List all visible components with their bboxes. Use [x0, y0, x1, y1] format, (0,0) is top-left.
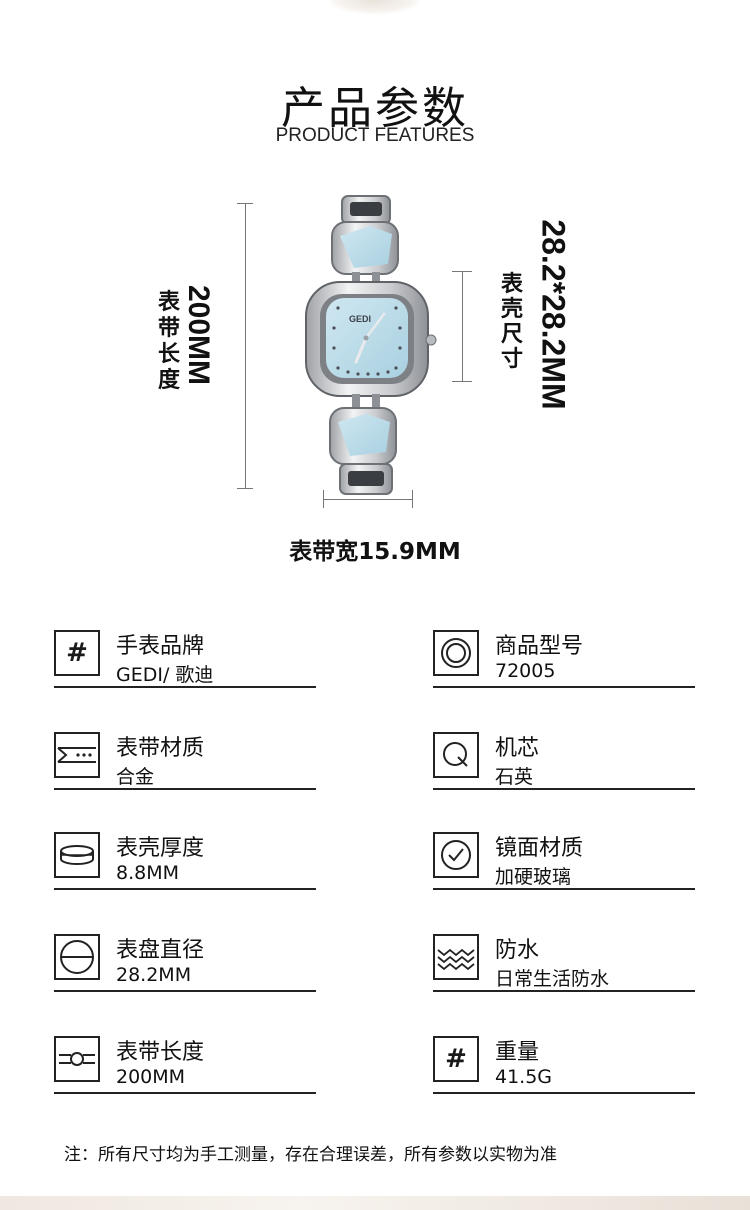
concentric-circles-icon — [433, 630, 479, 676]
strap-length-label: 表带长度 — [157, 290, 180, 393]
strap-icon — [54, 732, 100, 778]
crown — [425, 334, 437, 346]
spec-key: 防水 — [495, 938, 540, 963]
lug — [352, 272, 360, 288]
strap-width-label: 表带宽15.9MM — [289, 539, 461, 565]
spec-key: 镜面材质 — [495, 836, 584, 861]
case-size-value: 28.2*28.2MM — [535, 219, 572, 410]
strap-link-enamel — [338, 414, 390, 456]
strap-link-gap — [348, 471, 384, 486]
strap-link-enamel — [340, 226, 392, 268]
hand-pin — [363, 335, 369, 341]
spec-key: 商品型号 — [495, 634, 584, 659]
bottom-decoration — [0, 1196, 750, 1210]
spec-weight: # 重量 41.5G — [433, 1030, 695, 1094]
spec-dial-diameter: 表盘直径 28.2MM — [54, 928, 316, 992]
spec-key: 表带长度 — [116, 1040, 205, 1065]
hash-icon: # — [433, 1036, 479, 1082]
spec-value: 加硬玻璃 — [495, 866, 572, 888]
watch-image: GEDI — [305, 195, 437, 495]
case-size-label: 表壳尺寸 — [500, 272, 523, 372]
spec-model: 商品型号 72005 — [433, 624, 695, 688]
spec-key: 手表品牌 — [116, 634, 205, 659]
lug — [352, 394, 360, 410]
strap-length-icon — [54, 1036, 100, 1082]
spec-brand: # 手表品牌 GEDI/ 歌迪 — [54, 624, 316, 688]
waves-icon — [433, 934, 479, 980]
strap-length-value: 200MM — [182, 284, 215, 386]
spec-value: 41.5G — [495, 1066, 553, 1088]
strap-link-gap — [350, 202, 382, 216]
hour-hand — [354, 336, 368, 364]
lug — [372, 394, 380, 410]
spec-case-thickness: 表壳厚度 8.8MM — [54, 826, 316, 890]
lug — [372, 272, 380, 288]
dial-brand: GEDI — [349, 314, 371, 324]
top-decoration — [330, 0, 420, 14]
page-title: 产品参数 — [281, 83, 469, 134]
spec-value: 日常生活防水 — [495, 968, 610, 990]
hour-markers — [332, 306, 402, 376]
spec-value: 72005 — [495, 660, 556, 682]
spec-glass: 镜面材质 加硬玻璃 — [433, 826, 695, 890]
spec-key: 机芯 — [495, 736, 540, 761]
page-subtitle: PRODUCT FEATURES — [275, 125, 475, 146]
spec-value: 合金 — [116, 766, 155, 788]
spec-value: GEDI/ 歌迪 — [116, 664, 214, 686]
spec-key: 重量 — [495, 1040, 540, 1065]
spec-water-resistance: 防水 日常生活防水 — [433, 928, 695, 992]
q-icon — [433, 732, 479, 778]
spec-strap-material: 表带材质 合金 — [54, 726, 316, 790]
footer-note: 注：所有尺寸均为手工测量，存在合理误差，所有参数以实物为准 — [64, 1145, 557, 1165]
spec-strap-length: 表带长度 200MM — [54, 1030, 316, 1094]
spec-value: 200MM — [116, 1066, 186, 1088]
spec-value: 石英 — [495, 766, 534, 788]
minute-hand — [364, 312, 386, 340]
hash-icon: # — [54, 630, 100, 676]
spec-key: 表盘直径 — [116, 938, 205, 963]
spec-value: 28.2MM — [116, 964, 192, 986]
case-thickness-icon — [54, 832, 100, 878]
spec-movement: 机芯 石英 — [433, 726, 695, 790]
spec-key: 表壳厚度 — [116, 836, 205, 861]
spec-key: 表带材质 — [116, 736, 205, 761]
dial-diameter-icon — [54, 934, 100, 980]
spec-value: 8.8MM — [116, 862, 180, 884]
check-circle-icon — [433, 832, 479, 878]
